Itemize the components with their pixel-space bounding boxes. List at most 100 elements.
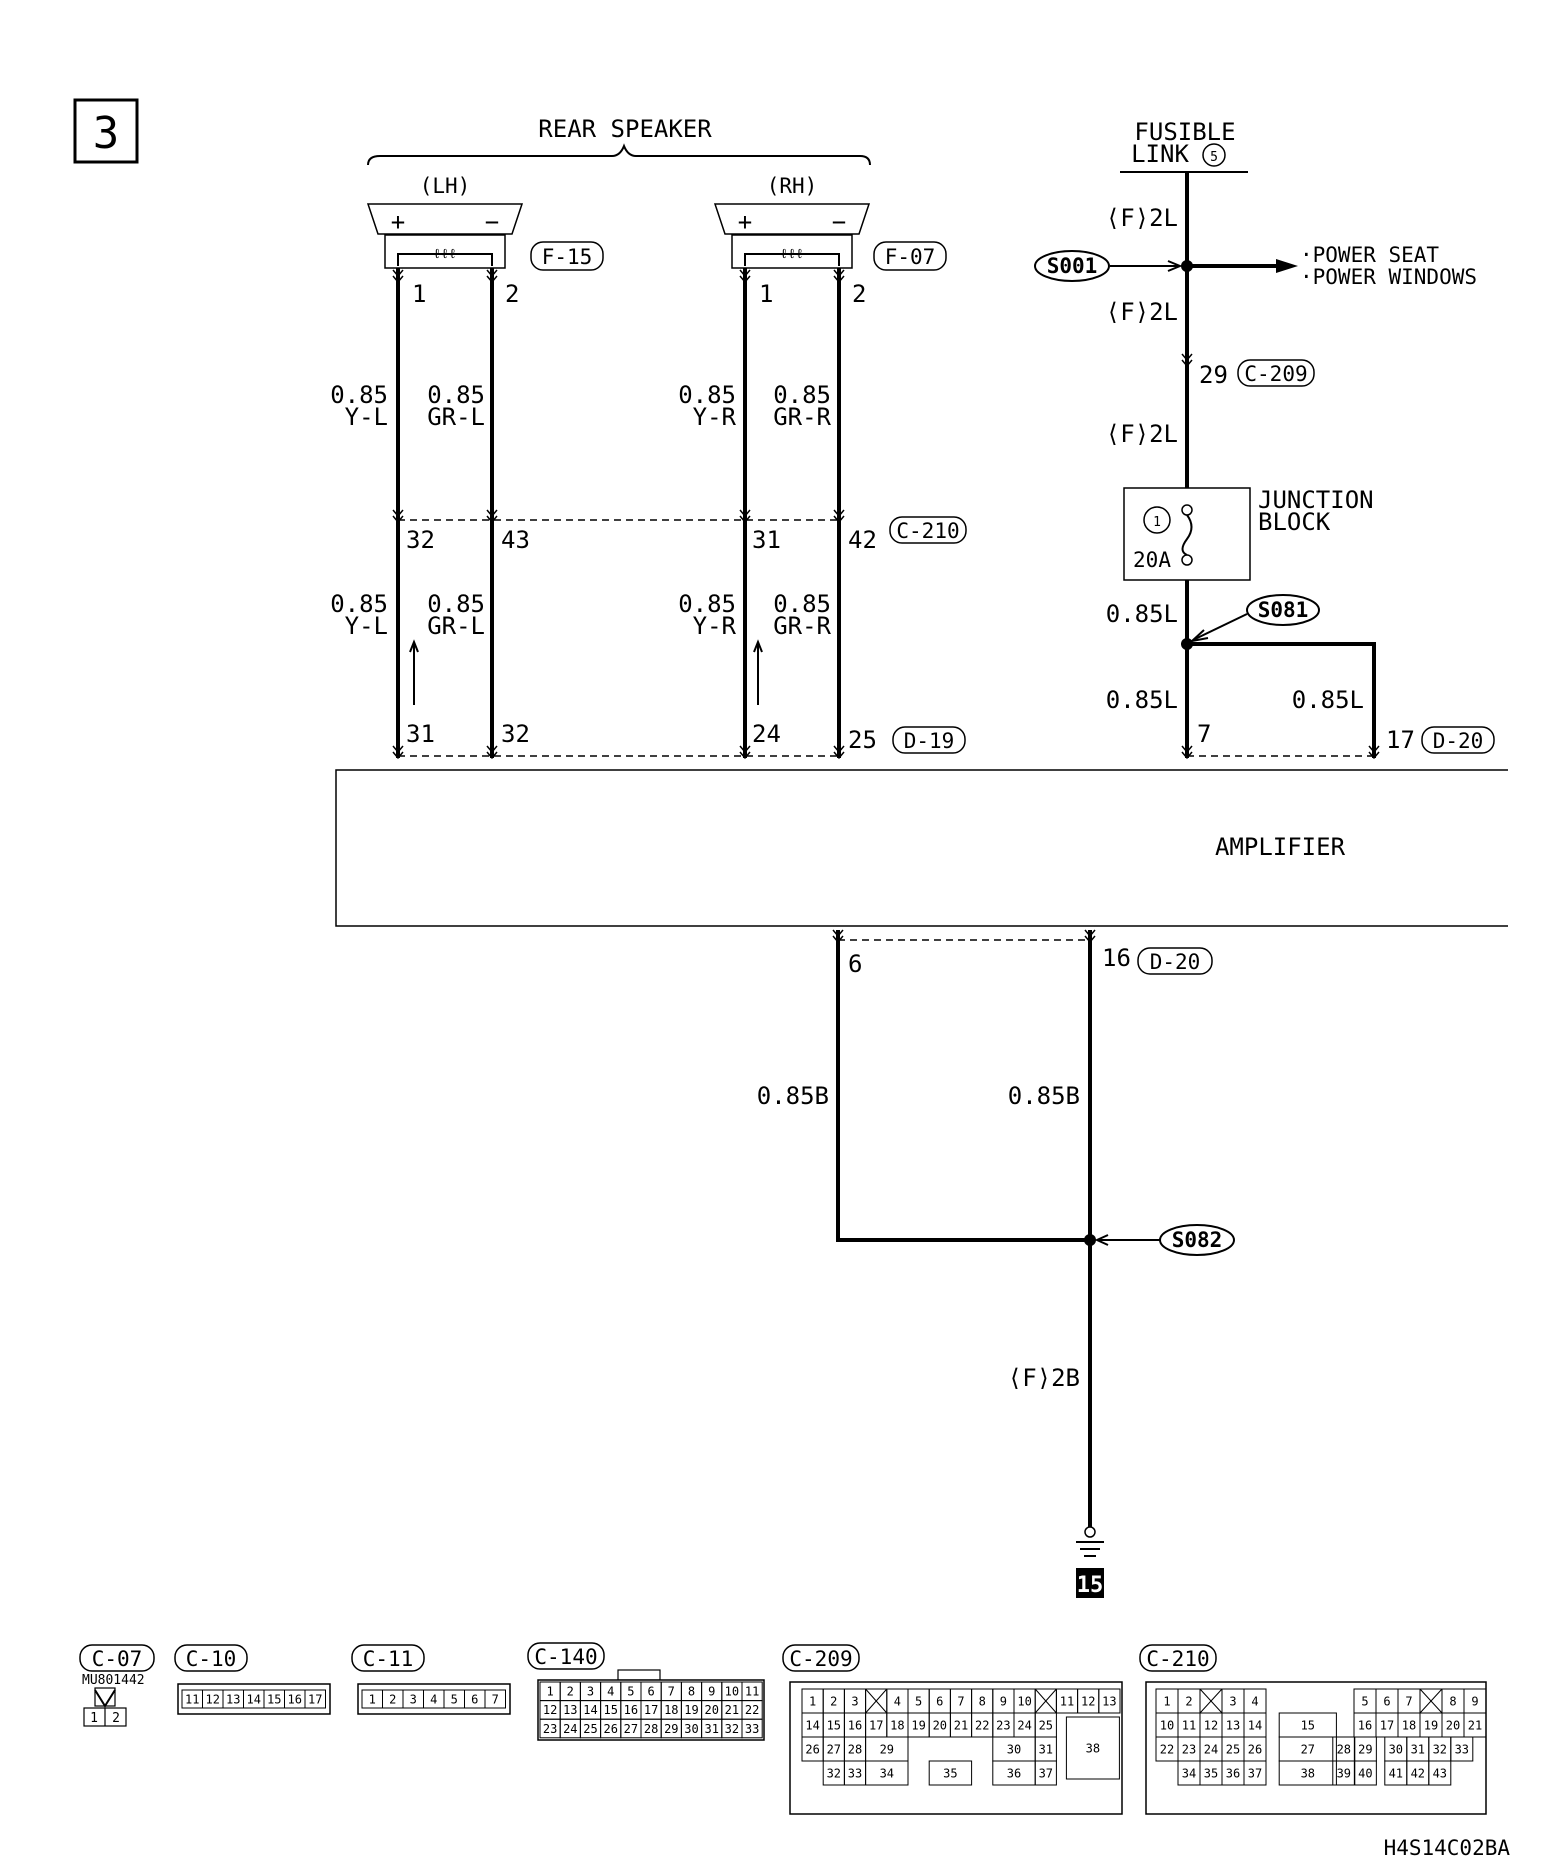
pin-cell: 29 (1358, 1742, 1372, 1756)
pin-cell: 6 (647, 1685, 654, 1699)
svg-text:17: 17 (1386, 726, 1415, 754)
pin-cell: 13 (563, 1703, 577, 1717)
power-seat-label: ·POWER SEAT (1300, 243, 1439, 267)
pin-cell: 7 (492, 1692, 499, 1706)
splice-s081: S081 (1258, 598, 1309, 622)
pin-cell: 1 (369, 1692, 376, 1706)
svg-text:5: 5 (1210, 150, 1218, 165)
pin-cell: 43 (1433, 1766, 1447, 1780)
pin-cell: 40 (1358, 1766, 1372, 1780)
pin-cell: 5 (627, 1685, 634, 1699)
pin-cell: 14 (1248, 1718, 1262, 1732)
pin-cell: 39 (1337, 1766, 1351, 1780)
pin-cell: 9 (708, 1685, 715, 1699)
amplifier-box: AMPLIFIER (335, 769, 1508, 927)
speaker-wires (392, 268, 845, 759)
connector-c07-face: MU801442 1 2 (82, 1673, 145, 1727)
connector-f15: F-15 (542, 245, 593, 269)
svg-text:C-11: C-11 (363, 1647, 414, 1671)
svg-text:0.85L: 0.85L (1292, 686, 1364, 714)
pin-cell: 23 (1182, 1742, 1196, 1756)
svg-text:0.85L: 0.85L (1106, 600, 1178, 628)
svg-text:2: 2 (852, 280, 866, 308)
svg-text:2: 2 (112, 1711, 120, 1726)
pin-cell: 3 (1229, 1694, 1236, 1708)
pin-cell: 6 (936, 1694, 943, 1708)
pin-cell: 20 (933, 1718, 947, 1732)
pin-cell: 15 (827, 1718, 841, 1732)
svg-text:1: 1 (412, 280, 426, 308)
pin-cell: 2 (830, 1694, 837, 1708)
pin-cell: 2 (389, 1692, 396, 1706)
pin-cell: 35 (943, 1766, 957, 1780)
pin-cell: 29 (880, 1742, 894, 1756)
pin-cell: 1 (1163, 1694, 1170, 1708)
pin-cell: 6 (1383, 1694, 1390, 1708)
pin-cell: 36 (1226, 1766, 1240, 1780)
pin-cell: 2 (1185, 1694, 1192, 1708)
pin-cell: 28 (848, 1742, 862, 1756)
pin-cell: 33 (848, 1766, 862, 1780)
svg-text:0.85: 0.85 (427, 381, 485, 409)
pin-cell: 37 (1248, 1766, 1262, 1780)
power-windows-label: ·POWER WINDOWS (1300, 265, 1477, 289)
speaker-coil-icon: ℓℓℓ (780, 247, 803, 262)
pin-cell: 24 (1017, 1718, 1031, 1732)
pin-cell: 16 (848, 1718, 862, 1732)
signal-arrow-icon (409, 639, 763, 705)
pin-cell: 20 (1446, 1718, 1460, 1732)
svg-text:GR-R: GR-R (773, 612, 831, 640)
rear-speaker-rh: (RH) + − ℓℓℓ F-07 (713, 174, 947, 271)
svg-text:−: − (485, 208, 499, 236)
page-number-box: 3 (73, 98, 139, 164)
pin-cell: 4 (607, 1685, 614, 1699)
svg-text:1: 1 (1153, 515, 1161, 530)
pin-cell: 42 (1411, 1766, 1425, 1780)
svg-text:24: 24 (752, 720, 781, 748)
connector-d20-label-2: D-20 (1150, 950, 1201, 974)
svg-text:0.85: 0.85 (773, 381, 831, 409)
pin-cell: 2 (567, 1685, 574, 1699)
pin-cell: 17 (869, 1718, 883, 1732)
pin-cell: 17 (308, 1692, 322, 1706)
pin-cell: 14 (805, 1718, 819, 1732)
svg-text:−: − (832, 208, 846, 236)
pin-cell: 18 (890, 1718, 904, 1732)
pin-cell: 37 (1039, 1766, 1053, 1780)
pin-cell: 12 (1081, 1694, 1095, 1708)
pin-cell: 3 (587, 1685, 594, 1699)
svg-text:C-10: C-10 (186, 1647, 237, 1671)
svg-text:29: 29 (1199, 361, 1228, 389)
svg-text:⟨F⟩2L: ⟨F⟩2L (1106, 298, 1178, 326)
amplifier-label: AMPLIFIER (1215, 833, 1346, 861)
pin-cell: 17 (644, 1703, 658, 1717)
svg-text:⟨F⟩2L: ⟨F⟩2L (1106, 420, 1178, 448)
svg-text:C-210: C-210 (1146, 1647, 1209, 1671)
pin-cell: 3 (851, 1694, 858, 1708)
pin-cell: 22 (745, 1703, 759, 1717)
pin-cell: 32 (827, 1766, 841, 1780)
svg-text:FUSIBLE: FUSIBLE (1134, 118, 1235, 146)
pin-cell: 27 (1301, 1742, 1315, 1756)
svg-text:MU801442: MU801442 (82, 1673, 145, 1688)
pin-cell: 8 (1449, 1694, 1456, 1708)
pin-cell: 30 (1007, 1742, 1021, 1756)
rear-speaker-title: REAR SPEAKER (538, 115, 712, 143)
svg-text:+: + (738, 208, 752, 236)
pin-cell: 4 (894, 1694, 901, 1708)
connector-f07: F-07 (885, 245, 936, 269)
pin-cell: 11 (1060, 1694, 1074, 1708)
pin-cell: 33 (745, 1722, 759, 1736)
pin-cell: 12 (1204, 1718, 1218, 1732)
pin-cell: 14 (247, 1692, 261, 1706)
svg-text:+: + (391, 208, 405, 236)
pin-cell: 34 (1182, 1766, 1196, 1780)
ground-number: 15 (1077, 1573, 1104, 1598)
pin-cell: 16 (1358, 1718, 1372, 1732)
connector-d19-label: D-19 (904, 729, 955, 753)
pin-cell: 7 (668, 1685, 675, 1699)
pin-cell: 19 (1424, 1718, 1438, 1732)
